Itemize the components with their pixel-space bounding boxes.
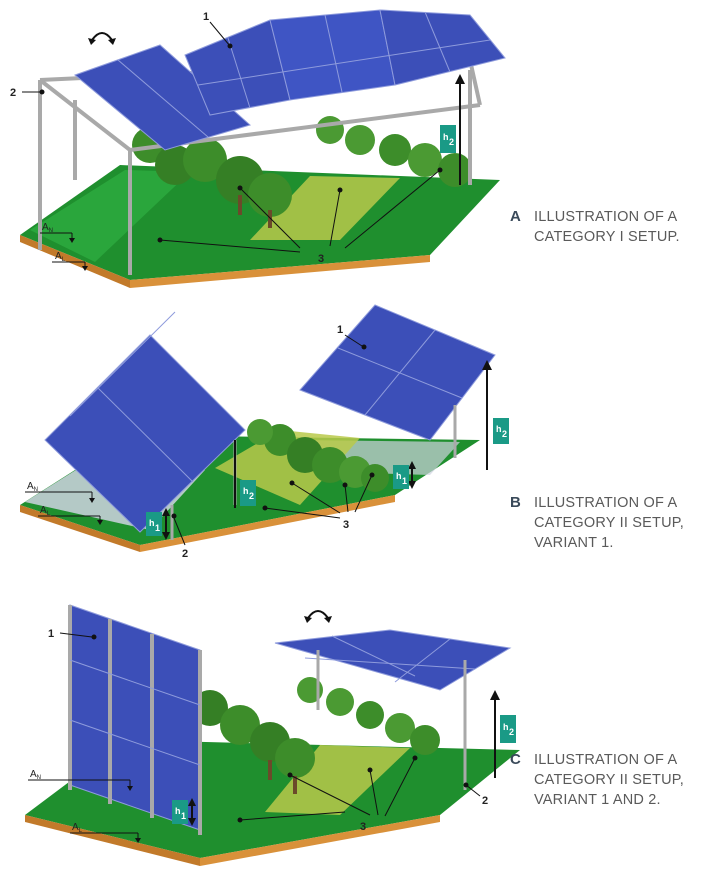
vertical-panel-posts [68,605,202,835]
solar-panel-left [44,334,246,533]
crop-strip-maize [250,176,400,240]
label-1: 1 [48,628,54,640]
caption-text: ILLUSTRATION OF A CATEGORY II SETUP, VAR… [534,752,684,808]
caption-text: ILLUSTRATION OF A CATEGORY I SETUP. [534,209,680,245]
svg-text:2: 2 [449,137,454,147]
label-1: 1 [203,11,209,23]
caption-text: ILLUSTRATION OF A CATEGORY II SETUP, VAR… [534,495,684,551]
rotation-arrow-icon [307,610,329,619]
svg-text:h: h [175,806,181,816]
caption-letter: C [510,751,522,768]
crop-strip-maize [265,745,410,815]
svg-text:h: h [243,486,249,496]
caption-letter: B [510,494,522,511]
category-1-illustration: h 2 1 2 3 AN AL [10,9,506,288]
label-2: 2 [10,87,16,99]
solar-panel-array-2 [269,9,396,101]
panel-a: h 2 1 2 3 AN AL A ILLUSTRATION OF A CATE… [0,0,708,290]
area-label-an: AN [27,481,38,493]
tree-row-1 [132,127,292,228]
label-3: 3 [343,519,349,531]
caption-letter: A [510,208,522,225]
height-badge-h2: h 2 [440,125,456,153]
label-3: 3 [318,253,324,265]
svg-text:h: h [396,471,402,481]
solar-panel-elevated [274,629,512,691]
svg-text:2: 2 [502,429,507,439]
ground-edge [130,255,430,288]
svg-text:h: h [503,722,509,732]
label-2: 2 [182,548,188,560]
area-label-al: AL [55,251,66,263]
rotation-arrow-icon [91,32,113,41]
svg-text:1: 1 [402,476,407,486]
svg-text:2: 2 [509,727,514,737]
tree-row [247,419,389,492]
area-label-al: AL [40,505,51,517]
tree-row-2 [316,116,472,187]
label-2: 2 [482,795,488,807]
support-posts [316,650,467,790]
ground-edge [140,495,395,552]
svg-text:1: 1 [155,523,160,533]
area-label-al: AL [72,822,83,834]
area-label-an: AN [30,769,41,781]
svg-text:h: h [496,424,502,434]
label-1: 1 [337,324,343,336]
svg-text:2: 2 [249,491,254,501]
svg-text:h: h [149,518,155,528]
area-label-an: AN [42,222,53,234]
label-3: 3 [360,821,366,833]
svg-text:h: h [443,132,449,142]
ground-edge [200,815,440,866]
svg-text:1: 1 [181,811,186,821]
